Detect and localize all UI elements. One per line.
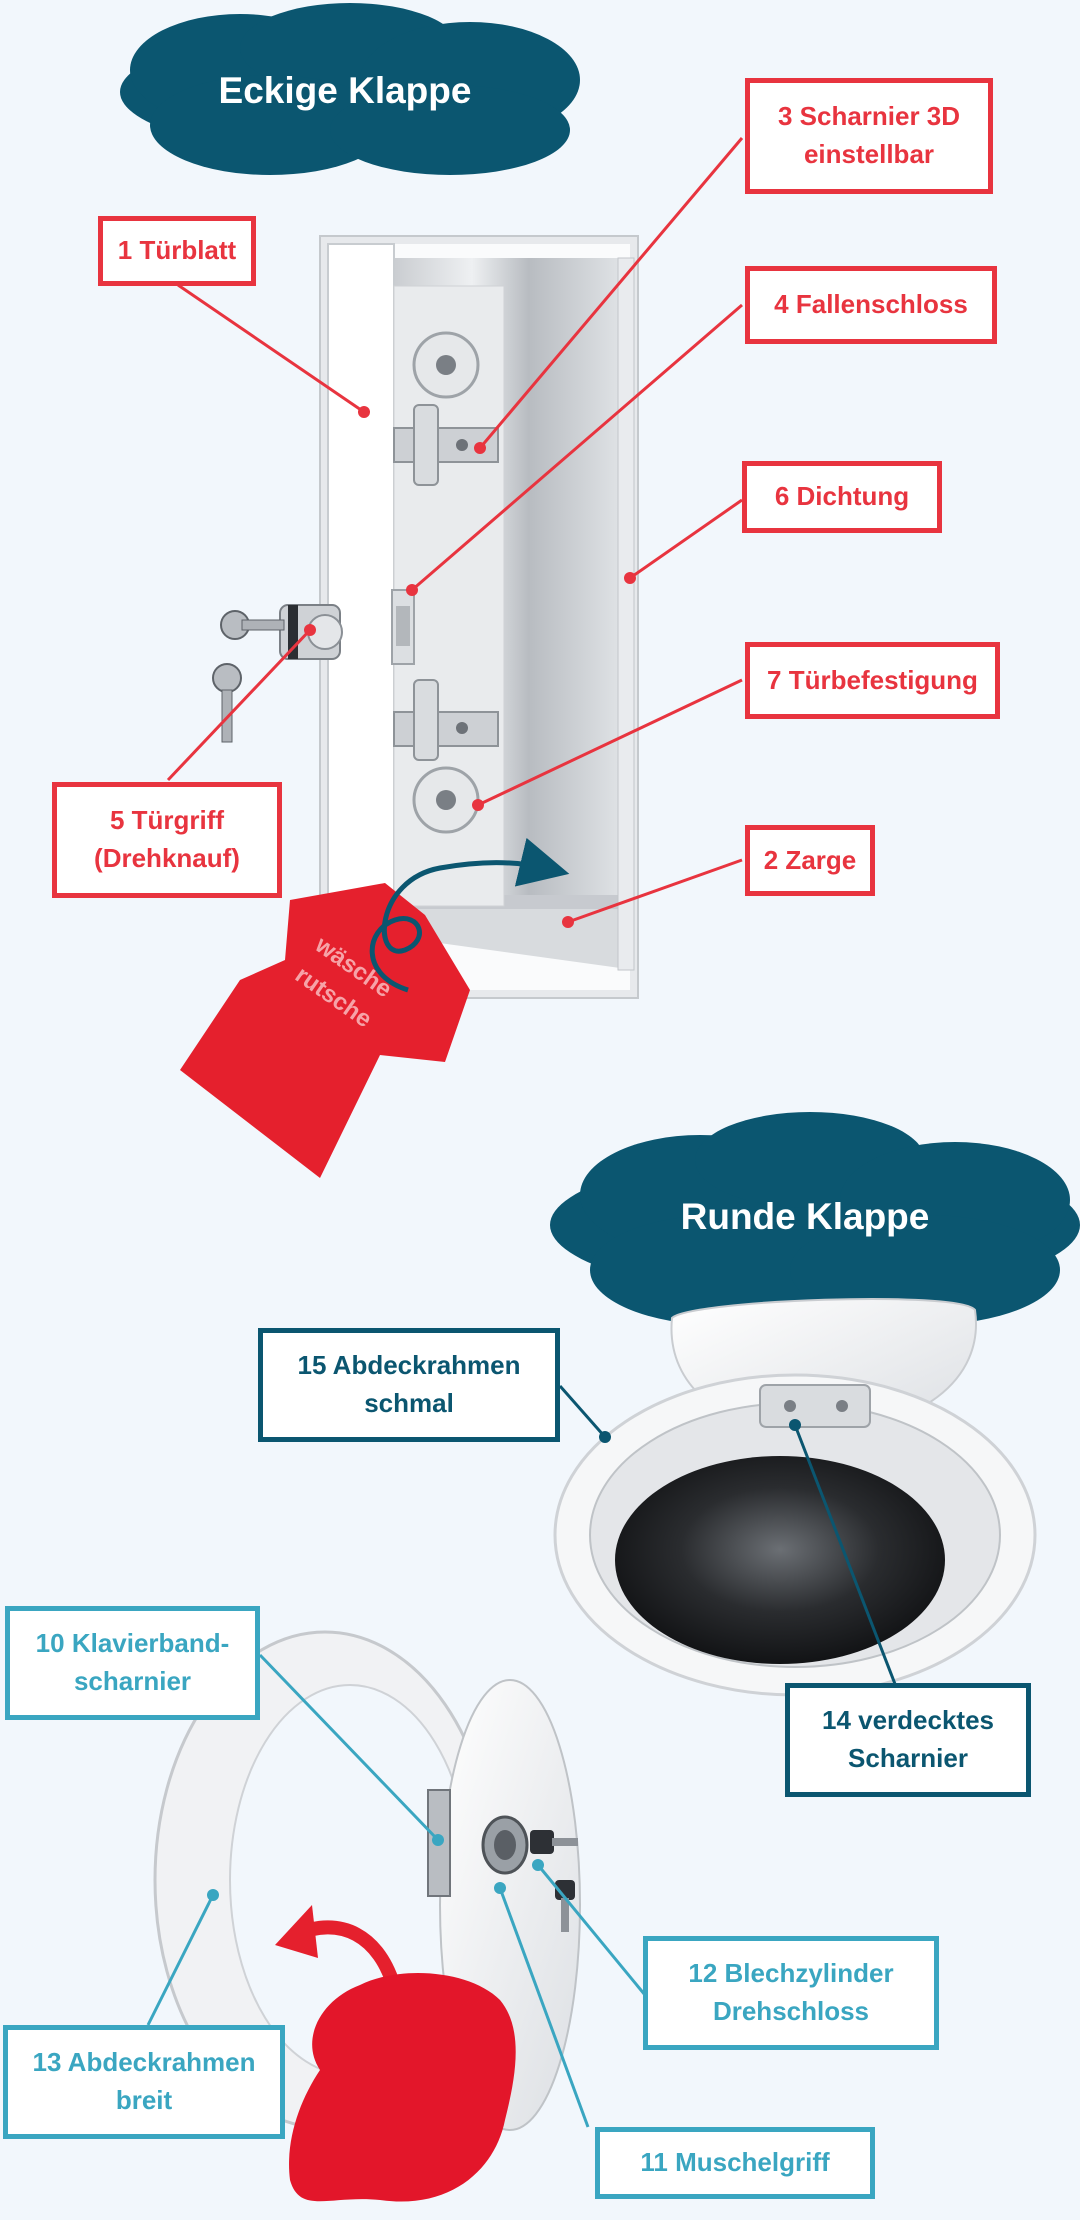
section-title-round: Runde Klappe bbox=[680, 1196, 930, 1237]
label-muschelgriff: 11 Muschelgriff bbox=[595, 2127, 875, 2199]
throw-arrow-square bbox=[369, 837, 570, 993]
cloud-eckige-klappe bbox=[120, 3, 580, 175]
label-verdecktes-scharnier: 14 verdecktes Scharnier bbox=[785, 1683, 1031, 1797]
label-scharnier-3d: 3 Scharnier 3D einstellbar bbox=[745, 78, 993, 194]
section-title-square: Eckige Klappe bbox=[218, 70, 472, 111]
cloth-icon bbox=[289, 1973, 516, 2202]
leader-lines bbox=[146, 137, 897, 2128]
round-door-narrow-illustration bbox=[553, 1297, 1037, 1697]
label-dichtung: 6 Dichtung bbox=[742, 461, 942, 533]
label-blechzylinder: 12 Blechzylinder Drehschloss bbox=[643, 1936, 939, 2050]
label-abdeckrahmen-schmal: 15 Abdeckrahmen schmal bbox=[258, 1328, 560, 1442]
label-tuerblatt: 1 Türblatt bbox=[98, 216, 256, 286]
tshirt-icon: wäsche rutsche bbox=[180, 883, 470, 1178]
keys-icon-round bbox=[530, 1830, 578, 1932]
label-fallenschloss: 4 Fallenschloss bbox=[745, 266, 997, 344]
cloud-runde-klappe bbox=[550, 1112, 1080, 1325]
throw-arrow-round-head bbox=[275, 1905, 318, 1958]
label-tuergriff: 5 Türgriff (Drehknauf) bbox=[52, 782, 282, 898]
label-abdeckrahmen-breit: 13 Abdeckrahmen breit bbox=[3, 2025, 285, 2139]
label-klavierband: 10 Klavierband- scharnier bbox=[5, 1606, 260, 1720]
label-tuerbefestigung: 7 Türbefestigung bbox=[745, 642, 1000, 719]
label-zarge: 2 Zarge bbox=[745, 825, 875, 896]
